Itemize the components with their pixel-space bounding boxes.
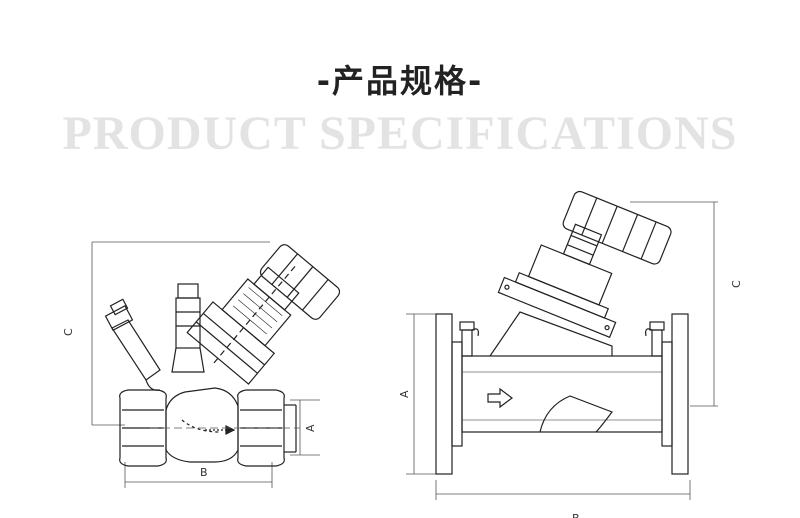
- right-dim-b-line: [435, 480, 691, 500]
- flow-direction-arrow: [487, 387, 513, 409]
- left-dim-c-line: [91, 241, 270, 426]
- page-title: -产品规格-: [316, 62, 484, 100]
- left-hex-nut: [119, 389, 167, 467]
- right-valve-body: [461, 311, 663, 433]
- right-dim-b-label: B: [572, 512, 580, 518]
- left-dim-a-label: A: [304, 424, 317, 432]
- left-dim-c-label: C: [62, 328, 75, 336]
- left-dim-b-label: B: [200, 466, 208, 479]
- right-right-flange: [661, 313, 689, 475]
- test-port-left: [104, 298, 161, 391]
- right-handwheel: [562, 190, 672, 265]
- left-handwheel: [259, 244, 341, 320]
- left-valve-drawing: [91, 241, 341, 488]
- right-bonnet-assembly: [497, 223, 617, 339]
- right-dim-a-label: A: [398, 390, 411, 398]
- right-test-plug-right: [645, 321, 665, 357]
- left-bonnet-assembly: [186, 265, 300, 385]
- right-left-flange: [435, 313, 463, 475]
- right-dim-c-line: [630, 201, 718, 407]
- right-dim-a-line: [406, 313, 436, 475]
- right-test-plug-left: [459, 321, 479, 357]
- left-valve-body: [165, 387, 239, 463]
- left-dim-a-line: [290, 399, 320, 456]
- right-dim-c-label: C: [730, 280, 743, 288]
- page-subtitle: PRODUCT SPECIFICATIONS: [62, 107, 738, 160]
- test-port-middle: [171, 283, 205, 373]
- right-valve-drawing: [406, 190, 718, 500]
